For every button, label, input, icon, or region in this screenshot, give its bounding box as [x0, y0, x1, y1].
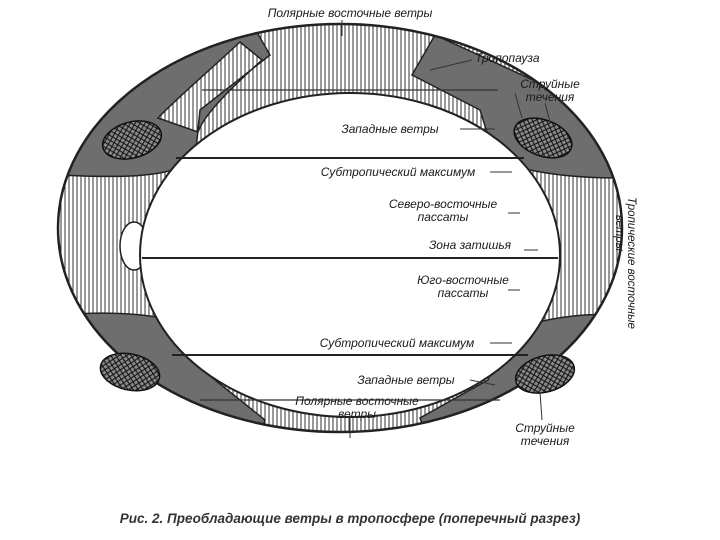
outer-boundary [56, 22, 624, 434]
label-tropical-easterlies: Тропические восточные ветры [613, 197, 637, 329]
label-ne-trades-line2: пассаты [418, 210, 469, 224]
label-westerlies-top: Западные ветры [341, 122, 438, 136]
label-polar-easterlies-top: Полярные восточные ветры [268, 6, 433, 20]
label-tropical-easterlies-line2: ветры [613, 215, 625, 252]
label-jet-bottom-line2: течения [521, 434, 570, 448]
jet-stream-top-left [101, 120, 163, 160]
label-calm-zone: Зона затишья [429, 238, 512, 252]
label-jet-top-line2: течения [526, 90, 575, 104]
earth-surface [139, 92, 561, 418]
label-tropopause: Тропопауза [475, 51, 540, 65]
jet-stream-top-right [513, 117, 573, 159]
label-jet-bottom-line1: Струйные [515, 421, 575, 435]
jet-stream-bottom-left [99, 352, 161, 392]
label-jet-top-line1: Струйные [520, 77, 580, 91]
label-polar-easterlies-bottom-line2: ветры [338, 407, 376, 421]
label-polar-easterlies-bottom-line1: Полярные восточные [295, 394, 419, 408]
label-subtropical-top: Субтропический максимум [321, 165, 476, 179]
leader-lines [341, 20, 551, 438]
label-ne-trades-line1: Северо-восточные [389, 197, 498, 211]
label-se-trades-line2: пассаты [438, 286, 489, 300]
jet-stream-bottom-right [514, 354, 576, 394]
label-subtropical-bottom: Субтропический максимум [320, 336, 475, 350]
label-westerlies-bottom: Западные ветры [357, 373, 454, 387]
label-se-trades-line1: Юго-восточные [417, 273, 509, 287]
figure-caption: Рис. 2. Преобладающие ветры в тропосфере… [120, 511, 581, 526]
label-tropical-easterlies-line1: Тропические восточные [625, 197, 637, 329]
